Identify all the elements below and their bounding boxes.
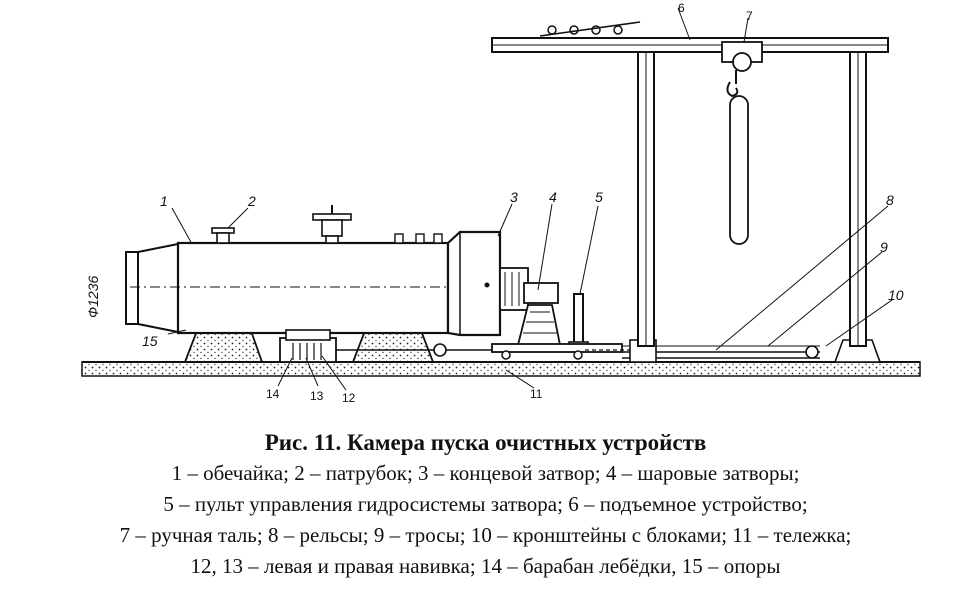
label-1: 1 [160,193,168,209]
label-4: 4 [549,189,557,205]
launch-chamber-diagram: Ф1236 1 2 3 4 5 6 7 8 9 10 11 12 13 14 1… [81,1,921,405]
label-5: 5 [595,189,603,205]
label-2: 2 [247,193,256,209]
hand-hoist [721,41,763,245]
label-14: 14 [266,387,280,401]
end-closure-mechanism [499,267,562,346]
winch-drum [279,329,337,363]
part-labels: 1 2 3 4 5 6 7 8 9 10 11 12 13 14 15 [142,1,904,405]
figure-caption: Рис. 11. Камера пуска очистных устройств… [0,420,971,582]
label-13: 13 [310,389,324,403]
caption-line: 12, 13 – левая и правая навивка; 14 – ба… [190,554,781,578]
label-7: 7 [746,9,753,23]
caption-line: 5 – пульт управления гидросистемы затвор… [163,492,808,516]
label-15: 15 [142,333,158,349]
label-9: 9 [880,239,888,255]
chamber-shell [125,230,505,337]
caption-line: 1 – обечайка; 2 – патрубок; 3 – концевой… [171,461,800,485]
label-8: 8 [886,192,894,208]
label-3: 3 [510,189,518,205]
label-12: 12 [342,391,356,405]
caption-line: 7 – ручная таль; 8 – рельсы; 9 – тросы; … [119,523,852,547]
control-panel [568,293,589,349]
nozzles [211,205,443,244]
lifting-device-frame [491,21,889,347]
label-11: 11 [530,387,543,401]
dimension-label: Ф1236 [85,276,101,318]
caption-title: Рис. 11. Камера пуска очистных устройств [264,430,707,455]
ground-foundation [81,361,921,377]
label-10: 10 [888,287,904,303]
trolley [491,343,623,360]
leader-lines [167,7,893,391]
label-6: 6 [678,1,685,15]
